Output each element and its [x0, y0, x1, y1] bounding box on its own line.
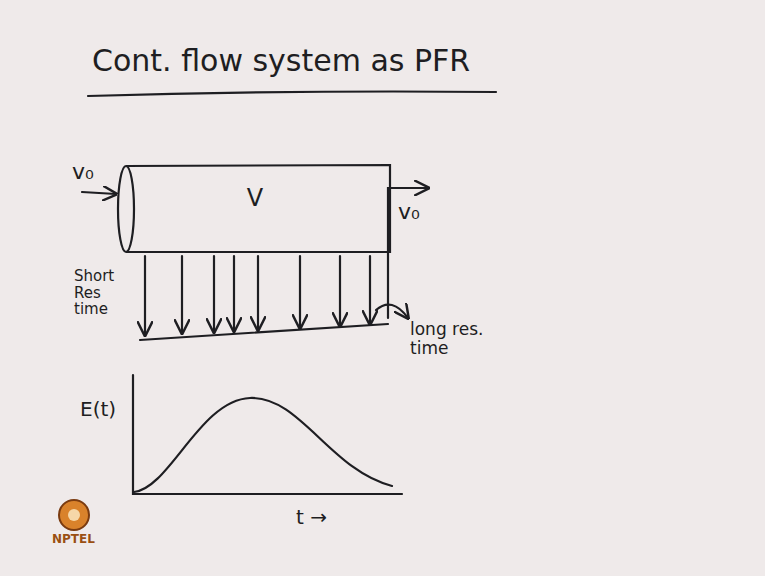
long-res-label: long res. time [410, 320, 486, 357]
axis-label: E(t) [80, 398, 116, 420]
stream-arrow [299, 256, 301, 328]
reactor-cylinder: V [116, 162, 394, 256]
stream-arrow [233, 256, 235, 331]
volume-label: V [247, 184, 263, 212]
logo [68, 509, 80, 521]
leader-arrow [376, 305, 408, 318]
baseline [140, 324, 388, 340]
logo [59, 500, 89, 530]
stream-arrow [257, 256, 259, 330]
stream-arrow [339, 256, 341, 326]
outlet-arrow [388, 188, 428, 318]
axis-label: t → [296, 506, 327, 528]
stream-arrow [181, 256, 183, 333]
stream-arrow [144, 256, 146, 335]
inlet-arrow [82, 192, 116, 194]
flow-rate: v₀ [72, 160, 94, 184]
underline [88, 92, 496, 97]
stream-arrow [369, 256, 371, 324]
plot-axes [133, 375, 402, 494]
stream-arrow [213, 256, 215, 332]
short-res-label: Short Res time [74, 268, 136, 318]
flow-rate: v₀ [398, 200, 420, 224]
watermark: NPTEL [52, 533, 95, 546]
title: Cont. flow system as PFR [92, 44, 470, 77]
distribution-curve [134, 398, 392, 492]
